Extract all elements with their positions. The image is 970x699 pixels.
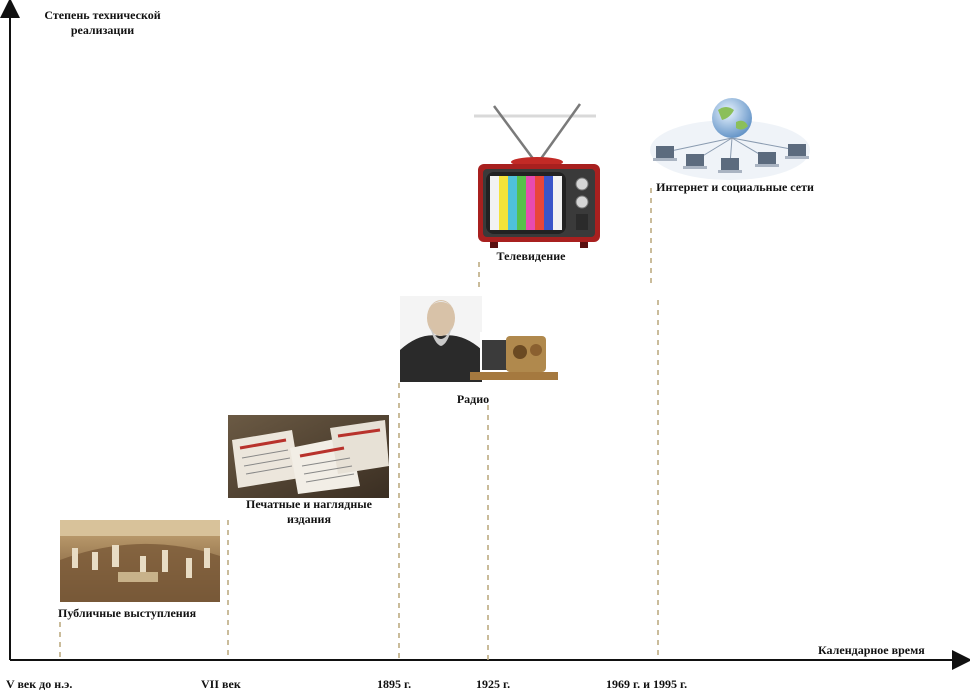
retro-tv-icon xyxy=(474,104,600,248)
network-globe-icon xyxy=(650,98,810,180)
y-axis-label: Степень технической реализации xyxy=(30,8,175,38)
stage-label-public-speech: Публичные выступления xyxy=(58,606,196,621)
tick-1969-1995: 1969 г. и 1995 г. xyxy=(606,677,687,692)
popov-radio-photo xyxy=(400,296,558,382)
printed-newspapers-photo xyxy=(228,415,389,498)
stage-label-radio: Радио xyxy=(457,392,489,407)
public-speech-painting xyxy=(60,520,220,602)
tick-1895: 1895 г. xyxy=(377,677,411,692)
tick-v-century-bc: V век до н.э. xyxy=(6,677,72,692)
x-axis-label: Календарное время xyxy=(818,643,925,658)
stage-label-printed: Печатные и наглядные издания xyxy=(228,497,390,527)
tick-1925: 1925 г. xyxy=(476,677,510,692)
stage-label-tv: Телевидение xyxy=(497,249,566,264)
tick-vii-century: VII век xyxy=(201,677,241,692)
stage-label-internet: Интернет и социальные сети xyxy=(650,180,820,195)
